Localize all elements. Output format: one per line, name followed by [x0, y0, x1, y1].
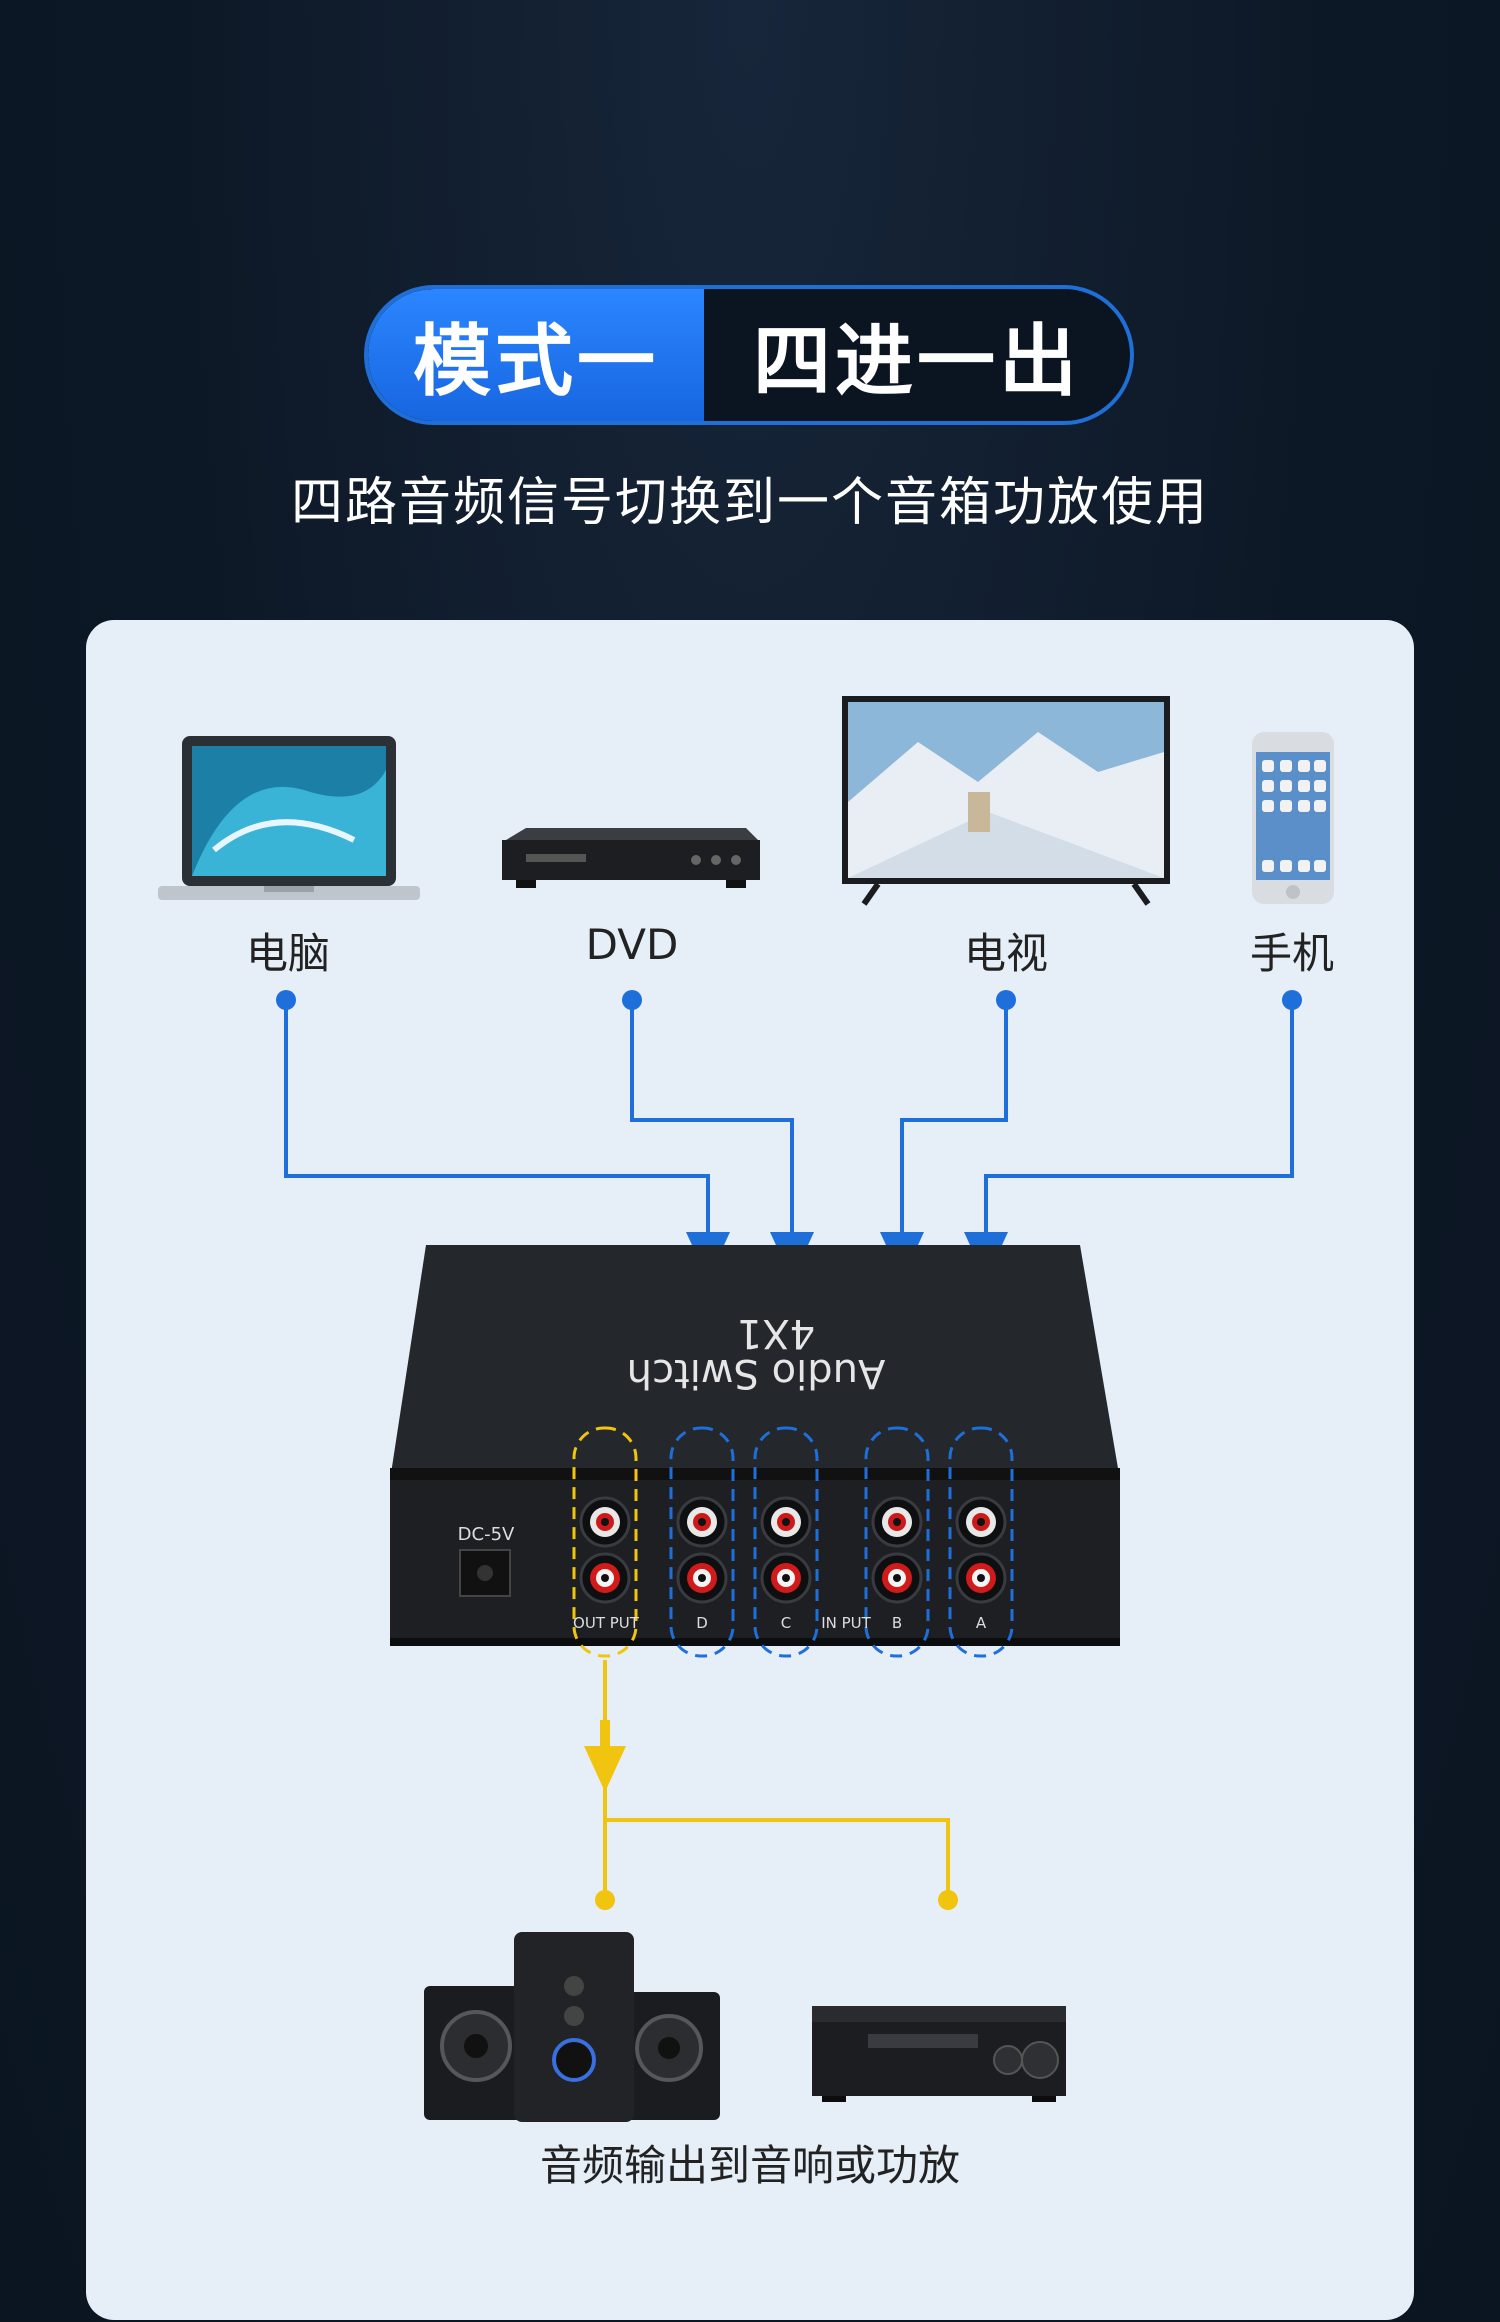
power-label: DC-5V: [446, 1524, 526, 1545]
port-letter-b: B: [887, 1614, 907, 1632]
mode-pill: 模式一 四进一出: [364, 285, 1134, 425]
input-rca-port: [957, 1554, 1005, 1602]
input-rca-port: [678, 1554, 726, 1602]
audio-switch-device: [390, 1245, 1120, 1646]
input-rca-port: [762, 1554, 810, 1602]
port-letter-a: A: [971, 1614, 991, 1632]
input-rca-port: [762, 1498, 810, 1546]
port-letter-c: C: [776, 1614, 796, 1632]
input-rca-port: [678, 1498, 726, 1546]
speaker-system-icon: [418, 1926, 728, 2126]
page-subtitle: 四路音频信号切换到一个音箱功放使用: [0, 460, 1500, 535]
diagram-panel: 电脑 DVD 电视 手机: [86, 620, 1414, 2320]
input-label: IN PUT: [806, 1614, 886, 1632]
mode-title: 四进一出: [704, 289, 1130, 421]
output-caption: 音频输出到音响或功放: [86, 2132, 1414, 2193]
output-rca-port: [581, 1554, 629, 1602]
port-letter-d: D: [692, 1614, 712, 1632]
output-label: OUT PUT: [566, 1614, 646, 1632]
connection-diagram: [86, 620, 1414, 2320]
output-rca-port: [581, 1498, 629, 1546]
device-top-text-2: Audio Switch: [556, 1350, 956, 1396]
input-rca-port: [873, 1554, 921, 1602]
amplifier-icon: [808, 2000, 1070, 2104]
input-rca-port: [957, 1498, 1005, 1546]
mode-label: 模式一: [368, 289, 704, 421]
input-rca-port: [873, 1498, 921, 1546]
